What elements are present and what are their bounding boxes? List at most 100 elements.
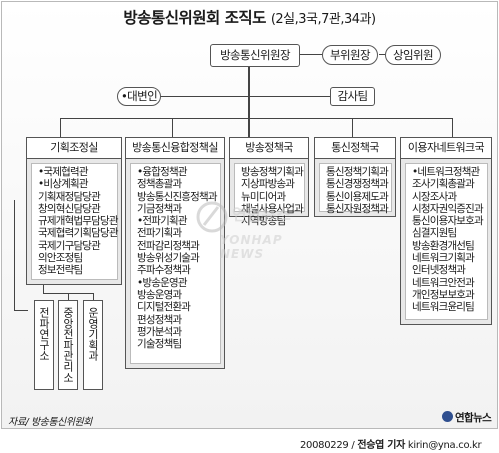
connector <box>43 285 44 293</box>
dept-telecom-policy: 통신정책국 통신정책기획과 통신경쟁정책과 통신이용제도과 통신자원정책과 <box>314 137 396 217</box>
affiliate-operation-planning: 운영기획과 <box>83 300 103 390</box>
list-item: 통신이용자보호과 <box>412 215 484 228</box>
list-item: 통신자원정책과 <box>326 202 389 215</box>
list-item: 디지털전환과 <box>137 301 191 314</box>
dept-list: •융합정책관 정책총괄과 방송통신진흥정책과 기금정책과 •전파기획관 전파기획… <box>130 163 221 364</box>
connector <box>172 118 173 138</box>
standing-member-box: 상임위원 <box>385 45 441 65</box>
list-item: 방송위성기술과 <box>137 252 200 265</box>
connector <box>300 54 322 55</box>
connector <box>14 310 28 311</box>
list-item: 시청자권익증진과 <box>412 202 484 215</box>
page-title: 방송통신위원회 조직도 (2실,3국,7관,34과) <box>0 6 499 28</box>
dept-name: 기획조정실 <box>27 138 121 159</box>
list-item: 통신이용제도과 <box>326 190 389 203</box>
dept-name: 방송통신융합정책실 <box>126 138 224 159</box>
connector <box>14 200 15 310</box>
chairman-box: 방송통신위원장 <box>210 44 300 67</box>
connector <box>248 67 250 137</box>
list-item: 지역방송팀 <box>241 215 286 228</box>
audit-box: 감사팀 <box>330 87 375 106</box>
logo-text: 연합뉴스 <box>455 412 492 424</box>
list-item: 채널사용사업과 <box>241 202 304 215</box>
list-item: 규제개혁법무담당관 <box>38 215 119 228</box>
list-item: 시장조사과 <box>412 190 457 203</box>
agency-logo: 연합뉴스 <box>442 410 492 425</box>
list-item: 조사기획총괄과 <box>412 178 475 191</box>
connector <box>93 293 94 300</box>
affiliate-label: 중앙전파관리소 <box>61 307 75 383</box>
dept-name: 통신정책국 <box>315 138 395 159</box>
yonhap-logo-icon <box>442 411 453 422</box>
list-item: 전파기획과 <box>137 227 182 240</box>
list-item: •융합정책관 <box>137 166 188 178</box>
list-item: 기획재정담당관 <box>38 190 101 203</box>
list-item: 전파감리정책과 <box>137 239 200 252</box>
list-item: 통신정책기획과 <box>326 166 389 178</box>
watermark-en: YONHAP NEWS <box>220 233 283 261</box>
source-note: 자료/ 방송통신위원회 <box>8 417 92 428</box>
list-item: 방송운영과 <box>137 288 182 301</box>
list-item: 뉴미디어과 <box>241 190 286 203</box>
title-sub: (2실,3국,7관,34과) <box>270 12 376 27</box>
vice-chair-box: 부위원장 <box>322 45 378 65</box>
list-item: 정책총괄과 <box>137 178 182 191</box>
affiliate-label: 전파연구소 <box>37 307 51 361</box>
list-item: 심결지원팀 <box>412 227 457 240</box>
connector <box>60 118 61 138</box>
list-item: 기금정책과 <box>137 202 182 215</box>
affiliate-radio-research: 전파연구소 <box>34 300 54 390</box>
connector <box>379 54 385 55</box>
list-item: 기술정책팀 <box>137 338 182 351</box>
list-item: 네트워크안전과 <box>412 276 475 289</box>
list-item: 평가분석과 <box>137 325 182 338</box>
affiliate-label: 운영기획과 <box>86 307 100 361</box>
spokesperson-label: •대변인 <box>120 89 158 103</box>
list-item: 국제협력기획담당관 <box>38 227 119 240</box>
list-item: 통신경쟁정책과 <box>326 178 389 191</box>
list-item: 방송정책기획과 <box>241 166 304 178</box>
yonhap-watermark-icon <box>196 201 228 233</box>
dept-user-network: 이용자네트워크국 •네트워크정책관 조사기획총괄과 시장조사과 시청자권익증진과… <box>400 137 492 325</box>
list-item: 인터넷정책과 <box>412 264 466 277</box>
list-item: 네트워크윤리팀 <box>412 301 475 314</box>
watermark: 연합뉴스 YONHAP NEWS <box>190 195 330 261</box>
list-item: 방송환경개선팀 <box>412 239 475 252</box>
credit-email: kirin@yna.co.kr <box>407 440 482 451</box>
list-item: •비상계획관 <box>38 178 89 191</box>
dept-broadcasting-policy: 방송정책국 방송정책기획과 지상파방송과 뉴미디어과 채널사용사업과 지역방송팀 <box>229 137 309 227</box>
list-item: 주파수정책과 <box>137 264 191 277</box>
list-item: •국제협력관 <box>38 166 89 178</box>
connector <box>160 96 330 97</box>
connector <box>452 118 453 138</box>
list-item: 네트워크기획과 <box>412 252 475 265</box>
dept-list: •네트워크정책관 조사기획총괄과 시장조사과 시청자권익증진과 통신이용자보호과… <box>405 163 488 320</box>
list-item: 편성정책과 <box>137 313 182 326</box>
list-item: 지상파방송과 <box>241 178 295 191</box>
credit-line: 20080229 / 전승엽 기자 kirin@yna.co.kr <box>300 440 482 451</box>
credit-author: 전승엽 기자 <box>357 440 406 451</box>
dept-planning: 기획조정실 •국제협력관 •비상계획관 기획재정담당관 창의혁신담당관 규제개혁… <box>26 137 122 285</box>
standing-member-label: 상임위원 <box>393 48 434 62</box>
affiliate-central-radio: 중앙전파관리소 <box>58 300 78 390</box>
audit-label: 감사팀 <box>337 89 369 103</box>
list-item: •네트워크정책관 <box>412 166 480 178</box>
dept-list: •국제협력관 •비상계획관 기획재정담당관 창의혁신담당관 규제개혁법무담당관 … <box>31 163 119 280</box>
connector <box>60 118 452 119</box>
watermark-kr: 연합뉴스 <box>232 205 291 224</box>
list-item: 국제기구담당관 <box>38 239 101 252</box>
connector <box>68 293 69 300</box>
connector <box>352 118 353 138</box>
list-item: •전파기획관 <box>137 215 188 228</box>
spokesperson-box: •대변인 <box>117 87 161 106</box>
dept-name: 방송정책국 <box>230 138 308 159</box>
list-item: 창의혁신담당관 <box>38 202 101 215</box>
list-item: •방송운영관 <box>137 276 188 289</box>
dept-name: 이용자네트워크국 <box>401 138 491 159</box>
dept-list: 통신정책기획과 통신경쟁정책과 통신이용제도과 통신자원정책과 <box>319 163 392 215</box>
dept-convergence-policy: 방송통신융합정책실 •융합정책관 정책총괄과 방송통신진흥정책과 기금정책과 •… <box>125 137 225 369</box>
list-item: 정보전략팀 <box>38 264 83 277</box>
list-item: 방송통신진흥정책과 <box>137 190 218 203</box>
chairman-label: 방송통신위원장 <box>220 48 290 62</box>
list-item: 개인정보보호과 <box>412 288 475 301</box>
